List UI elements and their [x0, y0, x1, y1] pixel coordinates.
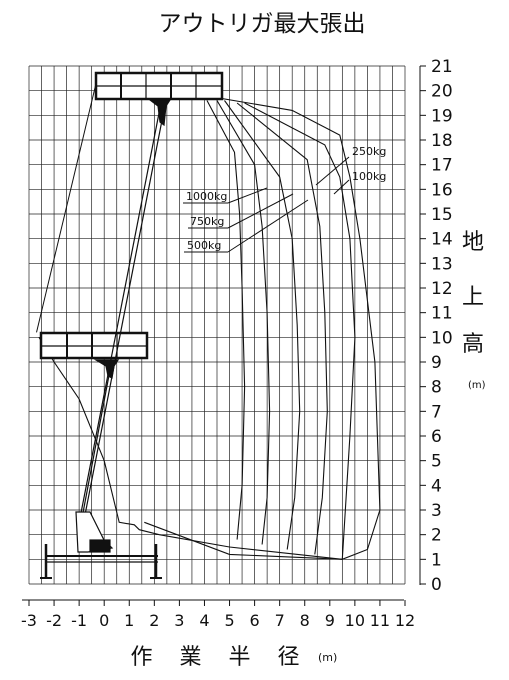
y-label-char-1: 地 [462, 230, 484, 255]
chart-title: アウトリガ最大張出 [159, 11, 366, 37]
y-tick-label: 11 [431, 304, 453, 324]
x-tick-label: -2 [46, 611, 62, 630]
label-100kg: 100kg [352, 170, 386, 183]
load-curve-4 [236, 102, 328, 555]
y-tick-label: 15 [431, 205, 453, 225]
y-tick-label: 2 [431, 526, 442, 546]
load-curve-5 [144, 102, 356, 560]
y-tick-label: 3 [431, 501, 442, 521]
y-tick-label: 1 [431, 550, 442, 570]
y-tick-label: 20 [431, 82, 453, 102]
grid [28, 65, 406, 585]
y-tick-label: 21 [431, 57, 453, 77]
y-tick-label: 6 [431, 427, 442, 447]
load-curve-3 [224, 100, 301, 550]
label-250kg: 250kg [352, 145, 386, 158]
aerial-platform-drawing [39, 71, 224, 579]
label-750kg: 750kg [190, 215, 224, 228]
upper-basket-icon [94, 71, 224, 127]
y-tick-label: 10 [431, 328, 453, 348]
y-tick-label: 17 [431, 156, 453, 176]
x-axis-unit: (m) [318, 651, 337, 664]
y-tick-label: 8 [431, 378, 442, 398]
y-tick-label: 19 [431, 106, 453, 126]
x-tick-label: 2 [149, 611, 159, 630]
x-tick-label: 1 [124, 611, 134, 630]
y-label-char-2: 上 [462, 285, 484, 310]
x-tick-label: 4 [199, 611, 209, 630]
x-tick-label: 0 [99, 611, 109, 630]
y-tick-label: 16 [431, 180, 453, 200]
x-tick-label: 7 [275, 611, 285, 630]
lower-basket-icon [39, 331, 149, 379]
x-tick-label: 5 [224, 611, 234, 630]
y-tick-label: 7 [431, 402, 442, 422]
y-tick-label: 9 [431, 353, 442, 373]
y-tick-label: 14 [431, 230, 453, 250]
x-tick-label: -1 [71, 611, 87, 630]
load-curve-2 [216, 100, 271, 545]
x-tick-label: -3 [21, 611, 37, 630]
load-curve-1 [206, 100, 246, 540]
y-tick-label: 13 [431, 254, 453, 274]
y-tick-label: 0 [431, 575, 442, 595]
x-tick-label: 11 [370, 611, 390, 630]
x-tick-label: 6 [250, 611, 260, 630]
x-tick-label: 12 [395, 611, 415, 630]
boom-limit-line [36, 80, 98, 333]
y-axis-unit: (m) [468, 380, 486, 391]
label-500kg: 500kg [187, 239, 221, 252]
truck-chassis-icon [40, 511, 162, 579]
y-label-char-3: 高 [462, 332, 484, 357]
y-tick-label: 18 [431, 131, 453, 151]
load-labels [183, 156, 350, 253]
load-curves [144, 100, 356, 560]
y-tick-label: 4 [431, 476, 442, 496]
x-axis-label: 作 業 半 径 [131, 645, 310, 670]
label-1000kg: 1000kg [186, 190, 227, 203]
x-tick-label: 9 [325, 611, 335, 630]
x-tick-label: 8 [300, 611, 310, 630]
y-tick-label: 12 [431, 279, 453, 299]
y-tick-label: 5 [431, 452, 442, 472]
x-tick-label: 10 [345, 611, 365, 630]
x-tick-label: 3 [174, 611, 184, 630]
